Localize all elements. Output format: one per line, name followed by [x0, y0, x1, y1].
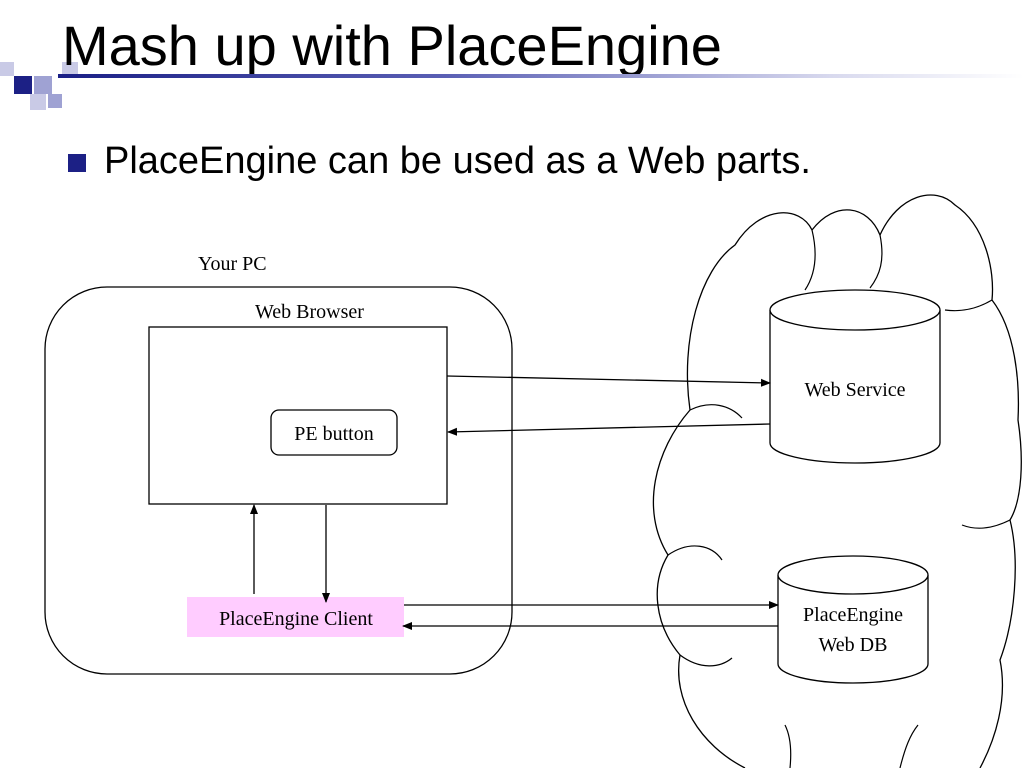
placeengine-web-db-label-line1: PlaceEngine: [803, 604, 903, 626]
placeengine-web-db-label-line2: Web DB: [819, 634, 888, 656]
pe-button-label: PE button: [294, 423, 373, 445]
bullet-square-icon: [68, 154, 86, 172]
placeengine-client-label: PlaceEngine Client: [219, 608, 373, 630]
arrow-browser-to-web-service: [446, 375, 771, 387]
placeengine-client-box: [187, 597, 404, 637]
pe-button[interactable]: PE button: [270, 409, 398, 456]
web-service-cylinder: [769, 289, 941, 464]
arrow-web-service-to-browser: [447, 423, 771, 436]
your-pc-label: Your PC: [198, 253, 267, 275]
web-service-label: Web Service: [804, 379, 905, 401]
slide-title: Mash up with PlaceEngine: [62, 14, 722, 77]
web-browser-label: Web Browser: [255, 301, 364, 323]
title-underline: [58, 74, 1024, 78]
bullet-text: PlaceEngine can be used as a Web parts.: [104, 140, 811, 182]
placeengine-web-db-cylinder: [777, 555, 929, 684]
